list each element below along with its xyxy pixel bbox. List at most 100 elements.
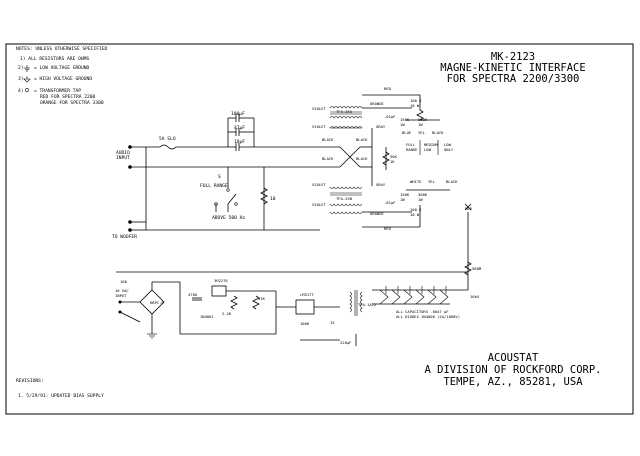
orange-label-1: ORANGE xyxy=(370,101,384,106)
company-division: A DIVISION OF ROCKFORD CORP. xyxy=(424,364,601,376)
voltage-multiplier xyxy=(372,286,468,305)
tfa-25a-label: TFA-25A xyxy=(336,109,353,114)
switch-contact-a xyxy=(226,188,230,192)
res-1w-label-4: 1W xyxy=(418,197,423,202)
yel-label-1: YEL xyxy=(418,130,426,135)
res-100k-label-2: 100 K xyxy=(410,207,422,212)
cap-01uf-label-2: .01µF xyxy=(384,200,396,205)
full-range-label: FULL RANGE xyxy=(200,183,228,189)
res-50k-label: 50K xyxy=(390,154,398,159)
black-label-2: BLACK xyxy=(356,137,368,142)
cap-47uf-label: 47µF xyxy=(234,125,245,131)
bias-supply-section: 100 KBPC-6 16 VAC INPUT 4700 1N4001 3H22… xyxy=(115,271,468,346)
res-1w-label-3: 1W xyxy=(400,197,405,202)
low-voltage-ground-icon xyxy=(24,65,30,72)
vac-input-label-2: INPUT xyxy=(115,293,127,298)
svg-text:S: S xyxy=(218,174,221,180)
tfa-25a-primary xyxy=(329,116,363,119)
yel-label-2: YEL xyxy=(428,179,436,184)
notes-header: NOTES: UNLESS OTHERWISE SPECIFIED xyxy=(16,46,108,52)
res-3k-label: 33K xyxy=(258,296,266,301)
revisions-header: REVISIONS: xyxy=(16,378,44,384)
res-560m-label: 560M xyxy=(472,266,482,271)
note-3: = HIGH VOLTAGE GROUND xyxy=(34,76,92,82)
tfa-25b-secondary xyxy=(329,203,363,206)
res-150k-label-1: 150K xyxy=(400,117,410,122)
fuse-label: 5A SLO xyxy=(159,136,176,142)
note-4a: = TRANSFORMER TAP xyxy=(34,88,81,94)
red-label-2: RED xyxy=(384,226,392,231)
switch-contact-c xyxy=(234,202,238,206)
black-label-5: BLACK xyxy=(432,130,444,135)
res-2k-label: 2.2K xyxy=(222,311,232,316)
res-10-symbol xyxy=(260,187,268,205)
hv-10kv-label: 10kV xyxy=(470,294,480,299)
res-100-label: 100 xyxy=(120,279,128,284)
res-100k-label: 100 K xyxy=(410,98,422,103)
res-300k-label: 300K xyxy=(418,192,428,197)
note-4b: RED FOR SPECTRA 2200 xyxy=(40,94,96,100)
note-4c: ORANGE FOR SPECTRA 3300 xyxy=(40,100,104,106)
vac-input-label-1: 16 VAC xyxy=(115,288,129,293)
company-name: ACOUSTAT xyxy=(488,352,539,364)
cap-01uf-label-1: .01µF xyxy=(384,114,396,119)
black-label-6: BLACK xyxy=(446,179,458,184)
res-15-label: 15 xyxy=(330,320,335,325)
svg-text:4): 4) xyxy=(18,88,24,94)
gray-label-2: GRAY xyxy=(376,182,386,187)
red-label-3: RED xyxy=(465,206,473,211)
res-1k-label: 1K xyxy=(390,159,395,164)
low-label: LOW xyxy=(424,147,432,152)
violet-label-2: VIOLET xyxy=(312,106,326,111)
note-1: 1) ALL RESISTORS ARE OHMS xyxy=(20,56,89,62)
transformer-section: VIOLET VIOLET RED ORANGE TFA-25A GRAY BL… xyxy=(312,86,482,299)
blue-label: BLUE xyxy=(402,130,412,135)
violet-label-1: VIOLET xyxy=(312,124,326,129)
violet-label-4: VIOLET xyxy=(312,202,326,207)
cap-220-label: 220µF xyxy=(340,340,352,345)
tfa-1a72-label: TFA-1A72 xyxy=(358,302,376,307)
full-label: FULL xyxy=(406,142,416,147)
all-diodes-note: ALL DIODES 1N4006 (2A/1000V) xyxy=(396,314,460,319)
white-label: WHITE xyxy=(410,179,422,184)
cap-4700-label: 4700 xyxy=(188,292,198,297)
high-voltage-ground-icon xyxy=(23,76,31,83)
above-500hz-label: ABOVE 500 Hz xyxy=(212,215,245,221)
drawing-border xyxy=(5,43,634,415)
svg-text:2): 2) xyxy=(18,65,24,71)
res-100k-label-3: 100K xyxy=(300,321,310,326)
model-number: MK-2123 xyxy=(491,51,535,63)
res-150k-label-2: 150K xyxy=(400,192,410,197)
lm317-symbol xyxy=(295,299,315,315)
bias-transformer-secondary xyxy=(360,291,363,313)
notes-block: NOTES: UNLESS OTHERWISE SPECIFIED 1) ALL… xyxy=(16,46,108,106)
red-label-1: RED xyxy=(384,86,392,91)
cap-10uf-label: 10µF xyxy=(234,139,245,145)
pass-transistor-symbol xyxy=(211,285,227,297)
res-500k-label-1: 500K xyxy=(418,117,428,122)
revision-1: 1. 5/29/91: UPDATED BIAS SUPPLY xyxy=(18,393,104,399)
title-line-1: MAGNE-KINETIC INTERFACE xyxy=(440,62,585,74)
tfa-25b-label: TFA-25B xyxy=(336,196,353,201)
res-10w-label-2: 10 W xyxy=(410,212,420,217)
bias-transformer-primary xyxy=(349,291,352,313)
orange-label-2: ORANGE xyxy=(370,211,384,216)
bridge-label: KBPC-6 xyxy=(150,300,164,305)
only-label: ONLY xyxy=(444,147,454,152)
black-label-3: BLACK xyxy=(322,156,334,161)
svg-text:3): 3) xyxy=(18,76,24,82)
violet-label-3: VIOLET xyxy=(312,182,326,187)
res-1w-label-1: 1W xyxy=(400,122,405,127)
fuse-symbol xyxy=(159,144,177,150)
res-10w-label: 10 W xyxy=(410,103,420,108)
d-1n4001-label: 1N4001 xyxy=(200,314,214,319)
black-label-1: BLACK xyxy=(322,137,334,142)
lm317-label: LM317T xyxy=(300,292,314,297)
sm-3h-label: 3H2276 xyxy=(214,278,228,283)
cap-100uf-label: 100µF xyxy=(231,111,245,117)
low-only-label: LOW xyxy=(444,142,452,147)
range-label: RANGE xyxy=(406,147,418,152)
input-section: AUDIO INPUT 5A SLO 100µF 47µF 10µF xyxy=(112,111,320,240)
all-caps-note: ALL CAPACITORS .0047 µF xyxy=(396,309,449,314)
